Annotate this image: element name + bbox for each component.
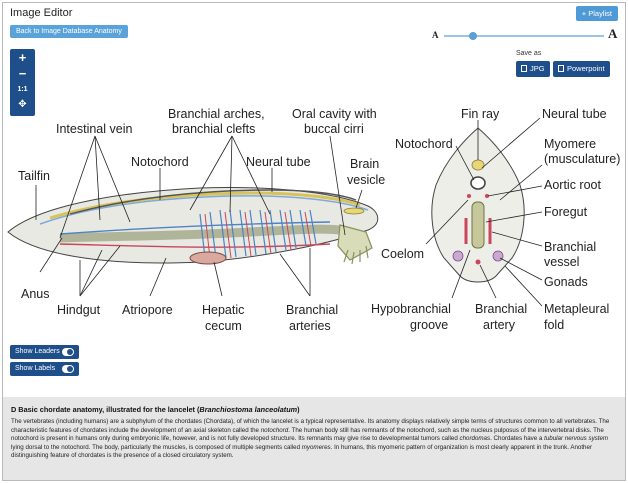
save-as-label: Save as <box>516 50 542 57</box>
chordate-anatomy-figure: Tailfin Intestinal vein Notochord Branch… <box>7 107 620 333</box>
caption-body: The vertebrates (including humans) are a… <box>11 418 610 460</box>
lancelet-lateral-view <box>7 187 379 265</box>
toggle-switch-icon[interactable] <box>62 365 74 373</box>
lancelet-cross-section <box>431 127 525 283</box>
label-hypobranchial-2: groove <box>410 318 448 332</box>
label-cecum: cecum <box>205 319 242 333</box>
pan-icon[interactable]: ✥ <box>18 99 27 110</box>
text-size-large-icon[interactable]: A <box>608 26 618 41</box>
window-title: Image Editor <box>10 7 73 19</box>
label-buccal-cirri: buccal cirri <box>304 122 364 136</box>
label-musculature: (musculature) <box>544 152 620 166</box>
label-oral-cavity: Oral cavity with <box>292 107 377 121</box>
label-branchial: Branchial <box>286 303 338 317</box>
label-branchial-vessel-1: Branchial <box>544 240 596 254</box>
label-brain: Brain <box>350 157 379 171</box>
back-to-database-button[interactable]: Back to Image Database Anatomy <box>10 25 128 38</box>
zoom-controls: + − 1:1 ✥ <box>10 49 35 116</box>
label-hindgut: Hindgut <box>57 303 101 317</box>
leader-lines-right <box>425 117 543 307</box>
label-tailfin: Tailfin <box>18 169 50 183</box>
label-notochord-cs: Notochord <box>395 137 453 151</box>
label-anus: Anus <box>21 287 50 301</box>
figure-labels-right: Fin ray Neural tube Notochord Myomere (m… <box>371 107 620 332</box>
save-jpg-button[interactable]: JPG <box>516 61 550 77</box>
label-myomere: Myomere <box>544 137 596 151</box>
label-vesicle: vesicle <box>347 173 385 187</box>
label-gonads: Gonads <box>544 275 588 289</box>
leader-lines-left <box>35 135 363 297</box>
figure-caption: D Basic chordate anatomy, illustrated fo… <box>3 397 625 480</box>
label-foregut: Foregut <box>544 205 588 219</box>
label-metapleural-1: Metapleural <box>544 302 609 316</box>
plus-icon: + <box>581 9 589 18</box>
label-aortic-root: Aortic root <box>544 178 601 192</box>
zoom-reset-button[interactable]: 1:1 <box>17 86 28 93</box>
figure-labels-left: Tailfin Intestinal vein Notochord Branch… <box>18 107 385 333</box>
label-branchial-vessel-2: vessel <box>544 255 579 269</box>
save-powerpoint-button[interactable]: Powerpoint <box>553 61 610 77</box>
label-hepatic: Hepatic <box>202 303 244 317</box>
show-leaders-toggle[interactable]: Show Leaders <box>10 345 79 359</box>
text-size-small-icon[interactable]: A <box>432 30 439 40</box>
label-atriopore: Atriopore <box>122 303 173 317</box>
label-arteries: arteries <box>289 319 331 333</box>
label-fin-ray: Fin ray <box>461 107 500 121</box>
playlist-button[interactable]: + Playlist <box>575 6 618 21</box>
label-neural-tube-cs: Neural tube <box>542 107 607 121</box>
zoom-in-button[interactable]: + <box>18 50 27 65</box>
zoom-out-button[interactable]: − <box>18 66 27 81</box>
label-branchial-clefts: branchial clefts <box>172 122 255 136</box>
label-branchial-artery-1: Branchial <box>475 302 527 316</box>
label-metapleural-2: fold <box>544 318 564 332</box>
toggle-switch-icon[interactable] <box>62 348 74 356</box>
label-branchial-arches: Branchial arches, <box>168 107 265 121</box>
label-hypobranchial-1: Hypobranchial <box>371 302 451 316</box>
text-size-slider[interactable] <box>444 32 604 40</box>
label-branchial-artery-2: artery <box>483 318 516 332</box>
label-notochord: Notochord <box>131 155 189 169</box>
document-icon <box>558 65 564 72</box>
slider-handle[interactable] <box>468 32 477 40</box>
label-neural-tube: Neural tube <box>246 155 311 169</box>
document-icon <box>521 65 527 72</box>
label-intestinal-vein: Intestinal vein <box>56 122 132 136</box>
show-labels-toggle[interactable]: Show Labels <box>10 362 79 376</box>
caption-title: D Basic chordate anatomy, illustrated fo… <box>11 405 300 414</box>
label-coelom: Coelom <box>381 247 424 261</box>
